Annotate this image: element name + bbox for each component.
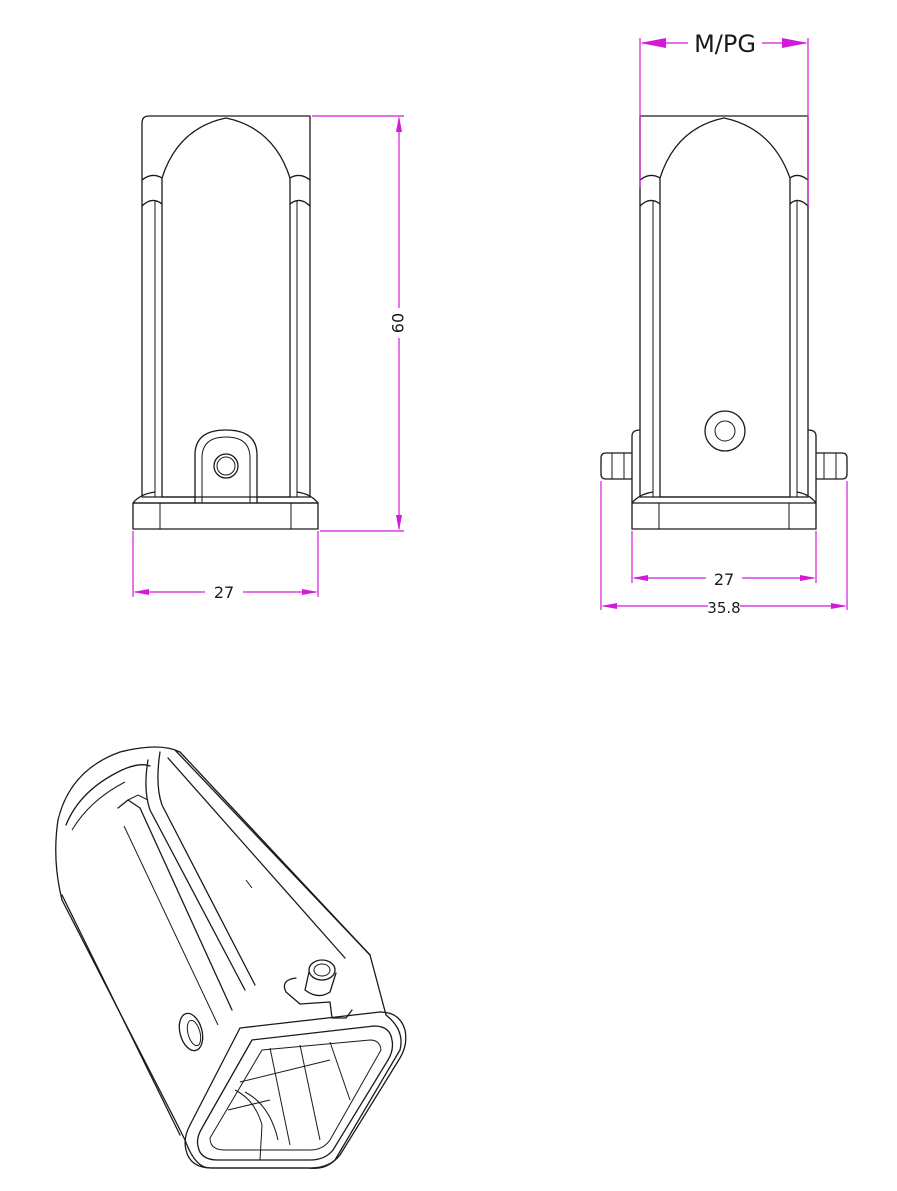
isometric-view bbox=[55, 746, 407, 1169]
front-height-dimension: 60 bbox=[312, 115, 409, 532]
cable-entry-label: M/PG bbox=[694, 30, 756, 58]
side-width-dimension: 27 bbox=[631, 531, 817, 589]
side-width-label: 27 bbox=[714, 570, 734, 589]
front-width-label: 27 bbox=[214, 583, 234, 602]
front-height-label: 60 bbox=[389, 313, 408, 333]
front-width-dimension: 27 bbox=[132, 531, 319, 602]
side-overall-width-dimension: 35.8 bbox=[600, 481, 848, 617]
side-view bbox=[600, 115, 848, 530]
side-overall-width-label: 35.8 bbox=[707, 599, 740, 617]
cable-entry-dimension: M/PG bbox=[639, 30, 809, 206]
front-view bbox=[132, 115, 319, 530]
